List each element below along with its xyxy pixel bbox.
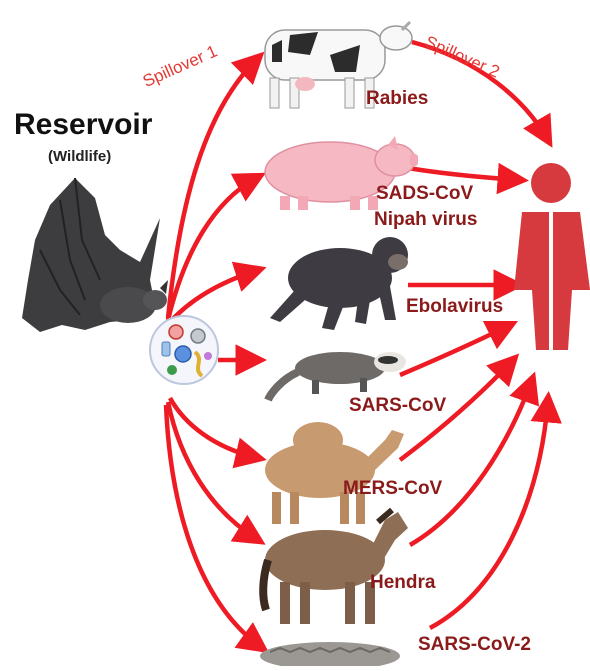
bat-icon <box>22 178 168 332</box>
virus-label-ebolavirus: Ebolavirus <box>406 296 503 318</box>
arrow-to-chimpanzee <box>170 270 258 322</box>
virus-label-nipah: Nipah virus <box>374 209 477 231</box>
arrow-civet-to-human <box>400 325 510 375</box>
spillover-2-arrows <box>400 42 548 628</box>
horse-icon <box>263 510 408 624</box>
civet-icon <box>268 352 406 400</box>
virus-label-hendra: Hendra <box>370 572 435 594</box>
virus-cluster-icon <box>150 316 218 384</box>
arrow-pig-to-human <box>408 168 520 180</box>
human-icon <box>514 163 590 350</box>
camel-icon <box>265 422 404 524</box>
pangolin-icon <box>260 642 400 666</box>
virus-label-rabies: Rabies <box>366 88 428 110</box>
virus-label-sads-cov: SADS-CoV <box>376 183 473 205</box>
arrow-to-pig <box>168 177 258 320</box>
virus-label-sars-cov-2: SARS-CoV-2 <box>418 634 531 656</box>
reservoir-subtitle: (Wildlife) <box>48 148 111 165</box>
chimpanzee-icon <box>270 237 408 330</box>
virus-label-mers-cov: MERS-CoV <box>343 478 442 500</box>
virus-label-sars-cov: SARS-CoV <box>349 395 446 417</box>
reservoir-title: Reservoir <box>14 108 152 142</box>
